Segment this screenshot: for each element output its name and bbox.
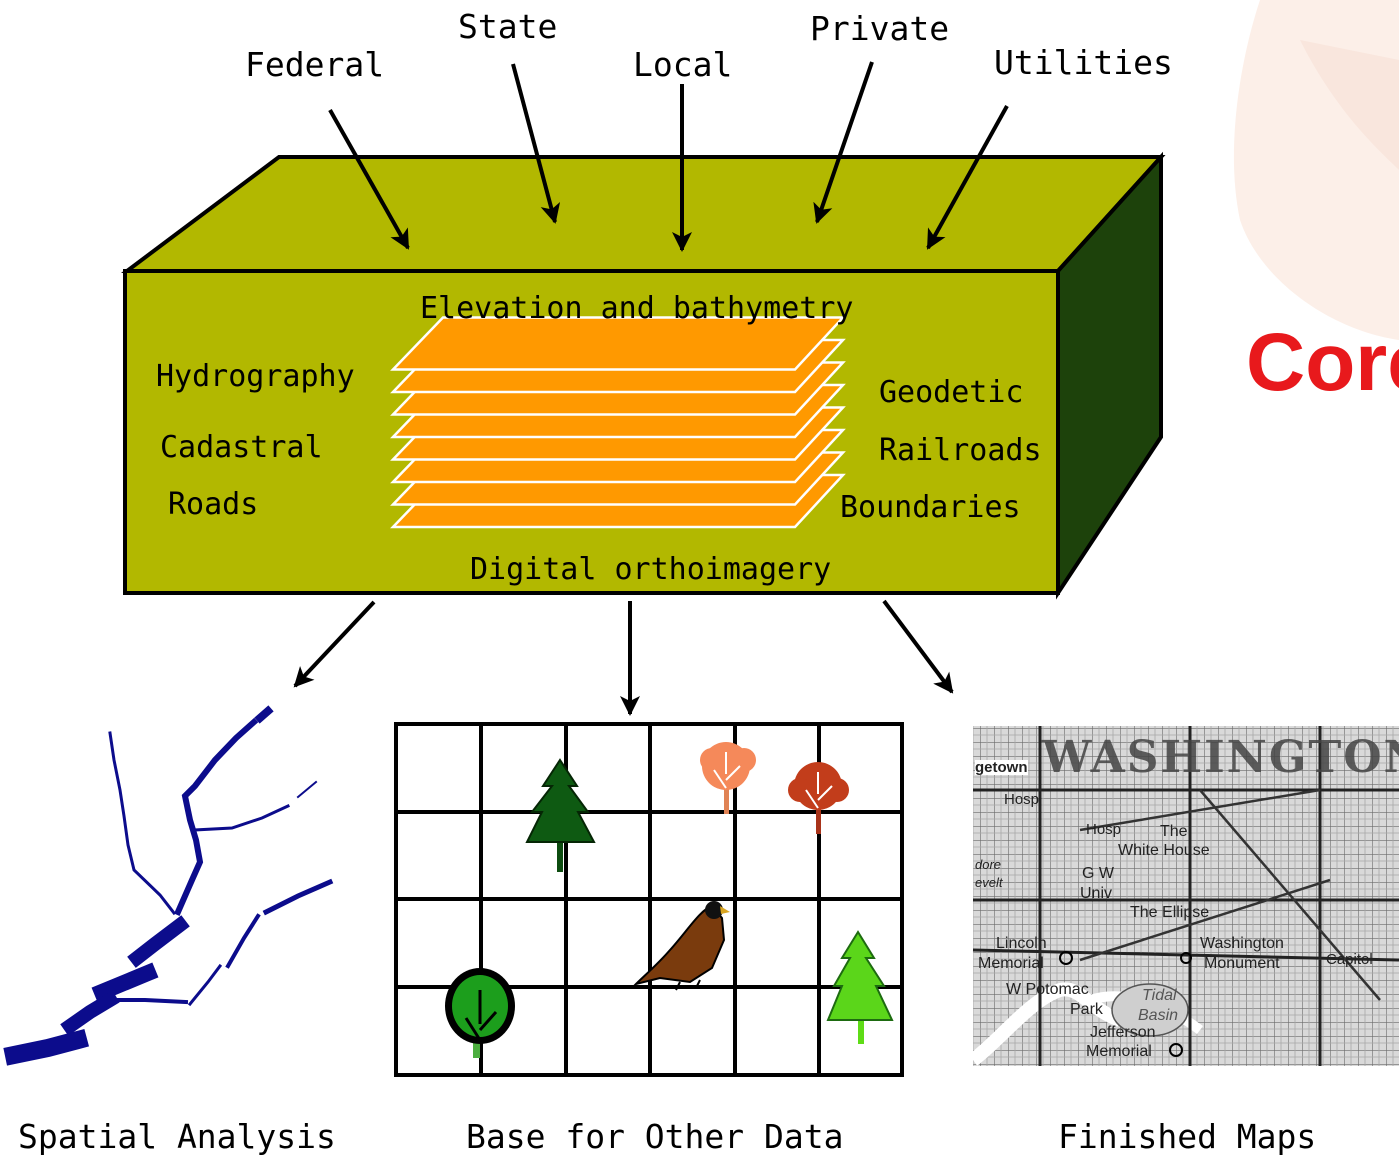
label-roads: Roads xyxy=(168,487,259,522)
map-place-lincoln: Lincoln xyxy=(996,935,1047,952)
corner-title: Core xyxy=(1246,317,1399,408)
map-place-basin: Basin xyxy=(1138,1007,1179,1024)
bird-icon xyxy=(632,901,730,991)
source-state: State xyxy=(458,7,558,46)
map-place-getown: getown xyxy=(975,759,1028,776)
map-place-univ: Univ xyxy=(1080,885,1113,902)
map-place-w-potomac: W Potomac xyxy=(1006,981,1089,998)
deciduous-light-icon xyxy=(700,742,756,814)
source-private: Private xyxy=(810,9,950,48)
map-place-memorial1: Memorial xyxy=(978,955,1044,972)
deciduous-green-icon xyxy=(445,968,515,1058)
arrow-to-spatial xyxy=(293,600,376,688)
map-place-memorial2: Memorial xyxy=(1086,1043,1152,1060)
map-place-gw: G W xyxy=(1082,865,1114,882)
arrow-state xyxy=(511,63,561,224)
output-base-data: Base for Other Data xyxy=(466,1117,844,1156)
output-spatial-analysis: Spatial Analysis xyxy=(18,1117,336,1156)
map-place-the: The xyxy=(1160,823,1188,840)
source-local: Local xyxy=(633,45,733,84)
conifer-light-icon xyxy=(826,930,894,1044)
river-network xyxy=(3,705,334,1066)
data-layer xyxy=(390,316,846,371)
map-place-dore: dore xyxy=(975,857,1002,872)
arrow-federal xyxy=(328,109,410,250)
source-utilities: Utilities xyxy=(994,43,1173,82)
map-place-jefferson: Jefferson xyxy=(1090,1024,1156,1041)
label-geodetic: Geodetic xyxy=(879,375,1024,410)
map-place-hosp2: Hosp xyxy=(1086,821,1122,838)
map-place-washington: Washington xyxy=(1200,935,1284,952)
arrow-to-maps xyxy=(882,599,954,694)
map-place-tidal: Tidal xyxy=(1142,987,1177,1004)
label-orthoimagery: Digital orthoimagery xyxy=(470,552,832,587)
incoming-arrows xyxy=(328,61,1009,252)
outgoing-arrows xyxy=(293,599,954,716)
washington-map xyxy=(968,726,1399,1066)
box-top-face xyxy=(121,155,1166,273)
map-place-hosp1: Hosp xyxy=(1004,791,1040,808)
map-place-capitol: Capitol xyxy=(1326,951,1373,968)
conifer-dark-icon xyxy=(525,758,596,872)
deciduous-red-icon xyxy=(788,762,849,834)
map-place-ellipse: The Ellipse xyxy=(1130,904,1210,921)
arrow-utilities xyxy=(926,105,1009,250)
layer-stack xyxy=(390,316,846,529)
label-boundaries: Boundaries xyxy=(840,490,1021,525)
label-railroads: Railroads xyxy=(879,433,1042,468)
map-place-park: Park xyxy=(1070,1001,1103,1018)
label-elevation: Elevation and bathymetry xyxy=(420,291,854,326)
label-hydrography: Hydrography xyxy=(156,359,355,394)
map-title: WASHINGTON xyxy=(1042,732,1399,783)
map-place-monument: Monument xyxy=(1204,955,1280,972)
output-finished-maps: Finished Maps xyxy=(1058,1117,1317,1156)
map-place-white-house: White House xyxy=(1118,842,1210,859)
map-place-evelt: evelt xyxy=(975,875,1003,890)
source-federal: Federal xyxy=(245,45,385,84)
label-cadastral: Cadastral xyxy=(160,430,323,465)
arrow-private xyxy=(813,61,874,224)
